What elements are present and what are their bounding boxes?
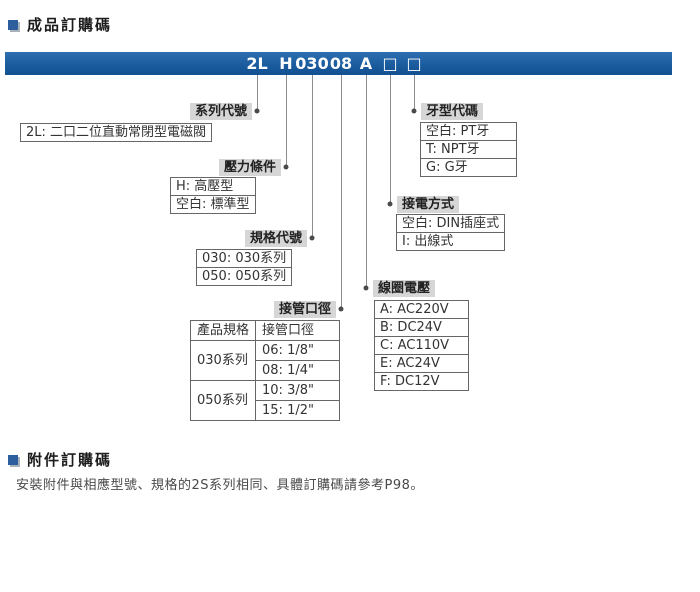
voltage-option: A: AC220V bbox=[375, 301, 468, 319]
connector-spec-line bbox=[312, 75, 313, 238]
connector-spec-dot bbox=[309, 235, 315, 241]
thread-option: T: NPT牙 bbox=[421, 141, 516, 159]
port-table-header-size: 接管口徑 bbox=[255, 320, 341, 341]
voltage-option: E: AC24V bbox=[375, 355, 468, 373]
series-code-box: 2L: 二口二位直動常閉型電磁閥 bbox=[20, 123, 213, 142]
connector-voltage-line bbox=[366, 75, 367, 288]
thread-type-box: 空白: PT牙 T: NPT牙 G: G牙 bbox=[420, 122, 517, 177]
pressure-option: 空白: 標準型 bbox=[176, 197, 250, 212]
code-part-port: 08 bbox=[329, 54, 353, 73]
thread-type-label: 牙型代碼 bbox=[421, 103, 484, 120]
spec-option: 030: 030系列 bbox=[197, 250, 292, 268]
connector-pressure-dot bbox=[283, 164, 289, 170]
port-size-cell: 10: 3/8" bbox=[255, 380, 341, 401]
connector-series-dot bbox=[254, 108, 260, 114]
thread-option: 空白: PT牙 bbox=[421, 123, 516, 141]
port-size-label: 接管口徑 bbox=[273, 301, 336, 318]
port-spec-cell: 050系列 bbox=[189, 380, 257, 421]
wiring-option: I: 出線式 bbox=[402, 234, 454, 249]
accessory-note: 安裝附件與相應型號、規格的2S系列相同、具體訂購碼請參考P98。 bbox=[16, 478, 424, 493]
wiring-type-box: 空白: DIN插座式 I: 出線式 bbox=[396, 214, 506, 251]
code-part-series: 2L bbox=[246, 54, 268, 73]
voltage-option: F: DC12V bbox=[380, 374, 440, 389]
spec-code-box: 030: 030系列 050: 050系列 bbox=[196, 249, 293, 286]
connector-series-line bbox=[257, 75, 258, 111]
series-code-label: 系列代號 bbox=[189, 103, 252, 120]
connector-port-dot bbox=[338, 306, 344, 312]
connector-pressure-line bbox=[286, 75, 287, 167]
connector-thread-dot bbox=[411, 108, 417, 114]
connector-port-line bbox=[341, 75, 342, 309]
port-table-header-row: 產品規格 接管口徑 bbox=[189, 320, 341, 341]
port-table-header-spec: 產品規格 bbox=[189, 320, 257, 341]
series-code-row: 2L: 二口二位直動常閉型電磁閥 bbox=[26, 125, 207, 140]
spec-code-label: 規格代號 bbox=[244, 230, 307, 247]
thread-option: G: G牙 bbox=[426, 160, 468, 175]
voltage-option: B: DC24V bbox=[375, 319, 468, 337]
code-part-spec: 030 bbox=[295, 54, 329, 73]
coil-voltage-box: A: AC220V B: DC24V C: AC110V E: AC24V F:… bbox=[374, 300, 469, 391]
accessory-code-section-title: 附件訂購碼 bbox=[27, 451, 113, 469]
connector-voltage-dot bbox=[363, 285, 369, 291]
port-size-cell: 06: 1/8" bbox=[255, 340, 341, 361]
wiring-option: 空白: DIN插座式 bbox=[397, 215, 505, 233]
voltage-option: C: AC110V bbox=[375, 337, 468, 355]
coil-voltage-label: 線圈電壓 bbox=[373, 280, 436, 297]
spec-option: 050: 050系列 bbox=[202, 269, 287, 284]
product-code-section-header: 成品訂購碼 bbox=[8, 14, 112, 35]
connector-thread-line bbox=[414, 75, 415, 111]
port-spec-cell: 030系列 bbox=[189, 340, 257, 381]
port-size-cell: 15: 1/2" bbox=[255, 400, 341, 421]
port-size-table: 產品規格 接管口徑 030系列 06: 1/8" 08: 1/4" 050系列 … bbox=[189, 320, 341, 421]
pressure-option: H: 高壓型 bbox=[171, 178, 255, 196]
section-bullet-icon bbox=[8, 19, 18, 30]
table-row: 15: 1/2" bbox=[191, 400, 341, 421]
table-row: 030系列 06: 1/8" bbox=[189, 340, 341, 381]
wiring-type-label: 接電方式 bbox=[397, 196, 460, 213]
order-code-banner bbox=[5, 52, 672, 75]
port-size-cell: 08: 1/4" bbox=[255, 360, 341, 381]
code-part-voltage: A bbox=[359, 54, 373, 73]
code-part-thread-blank-box: □ bbox=[406, 54, 422, 73]
code-part-pressure: H bbox=[279, 54, 293, 73]
product-code-section-title: 成品訂購碼 bbox=[27, 16, 113, 34]
code-part-wiring-blank-box: □ bbox=[382, 54, 398, 73]
table-row: 050系列 10: 3/8" bbox=[189, 380, 341, 421]
connector-wiring-line bbox=[390, 75, 391, 204]
pressure-condition-label: 壓力條件 bbox=[218, 159, 281, 176]
section-bullet-icon bbox=[8, 454, 18, 465]
connector-wiring-dot bbox=[387, 201, 393, 207]
accessory-code-section-header: 附件訂購碼 bbox=[8, 449, 112, 470]
pressure-condition-box: H: 高壓型 空白: 標準型 bbox=[170, 177, 256, 214]
